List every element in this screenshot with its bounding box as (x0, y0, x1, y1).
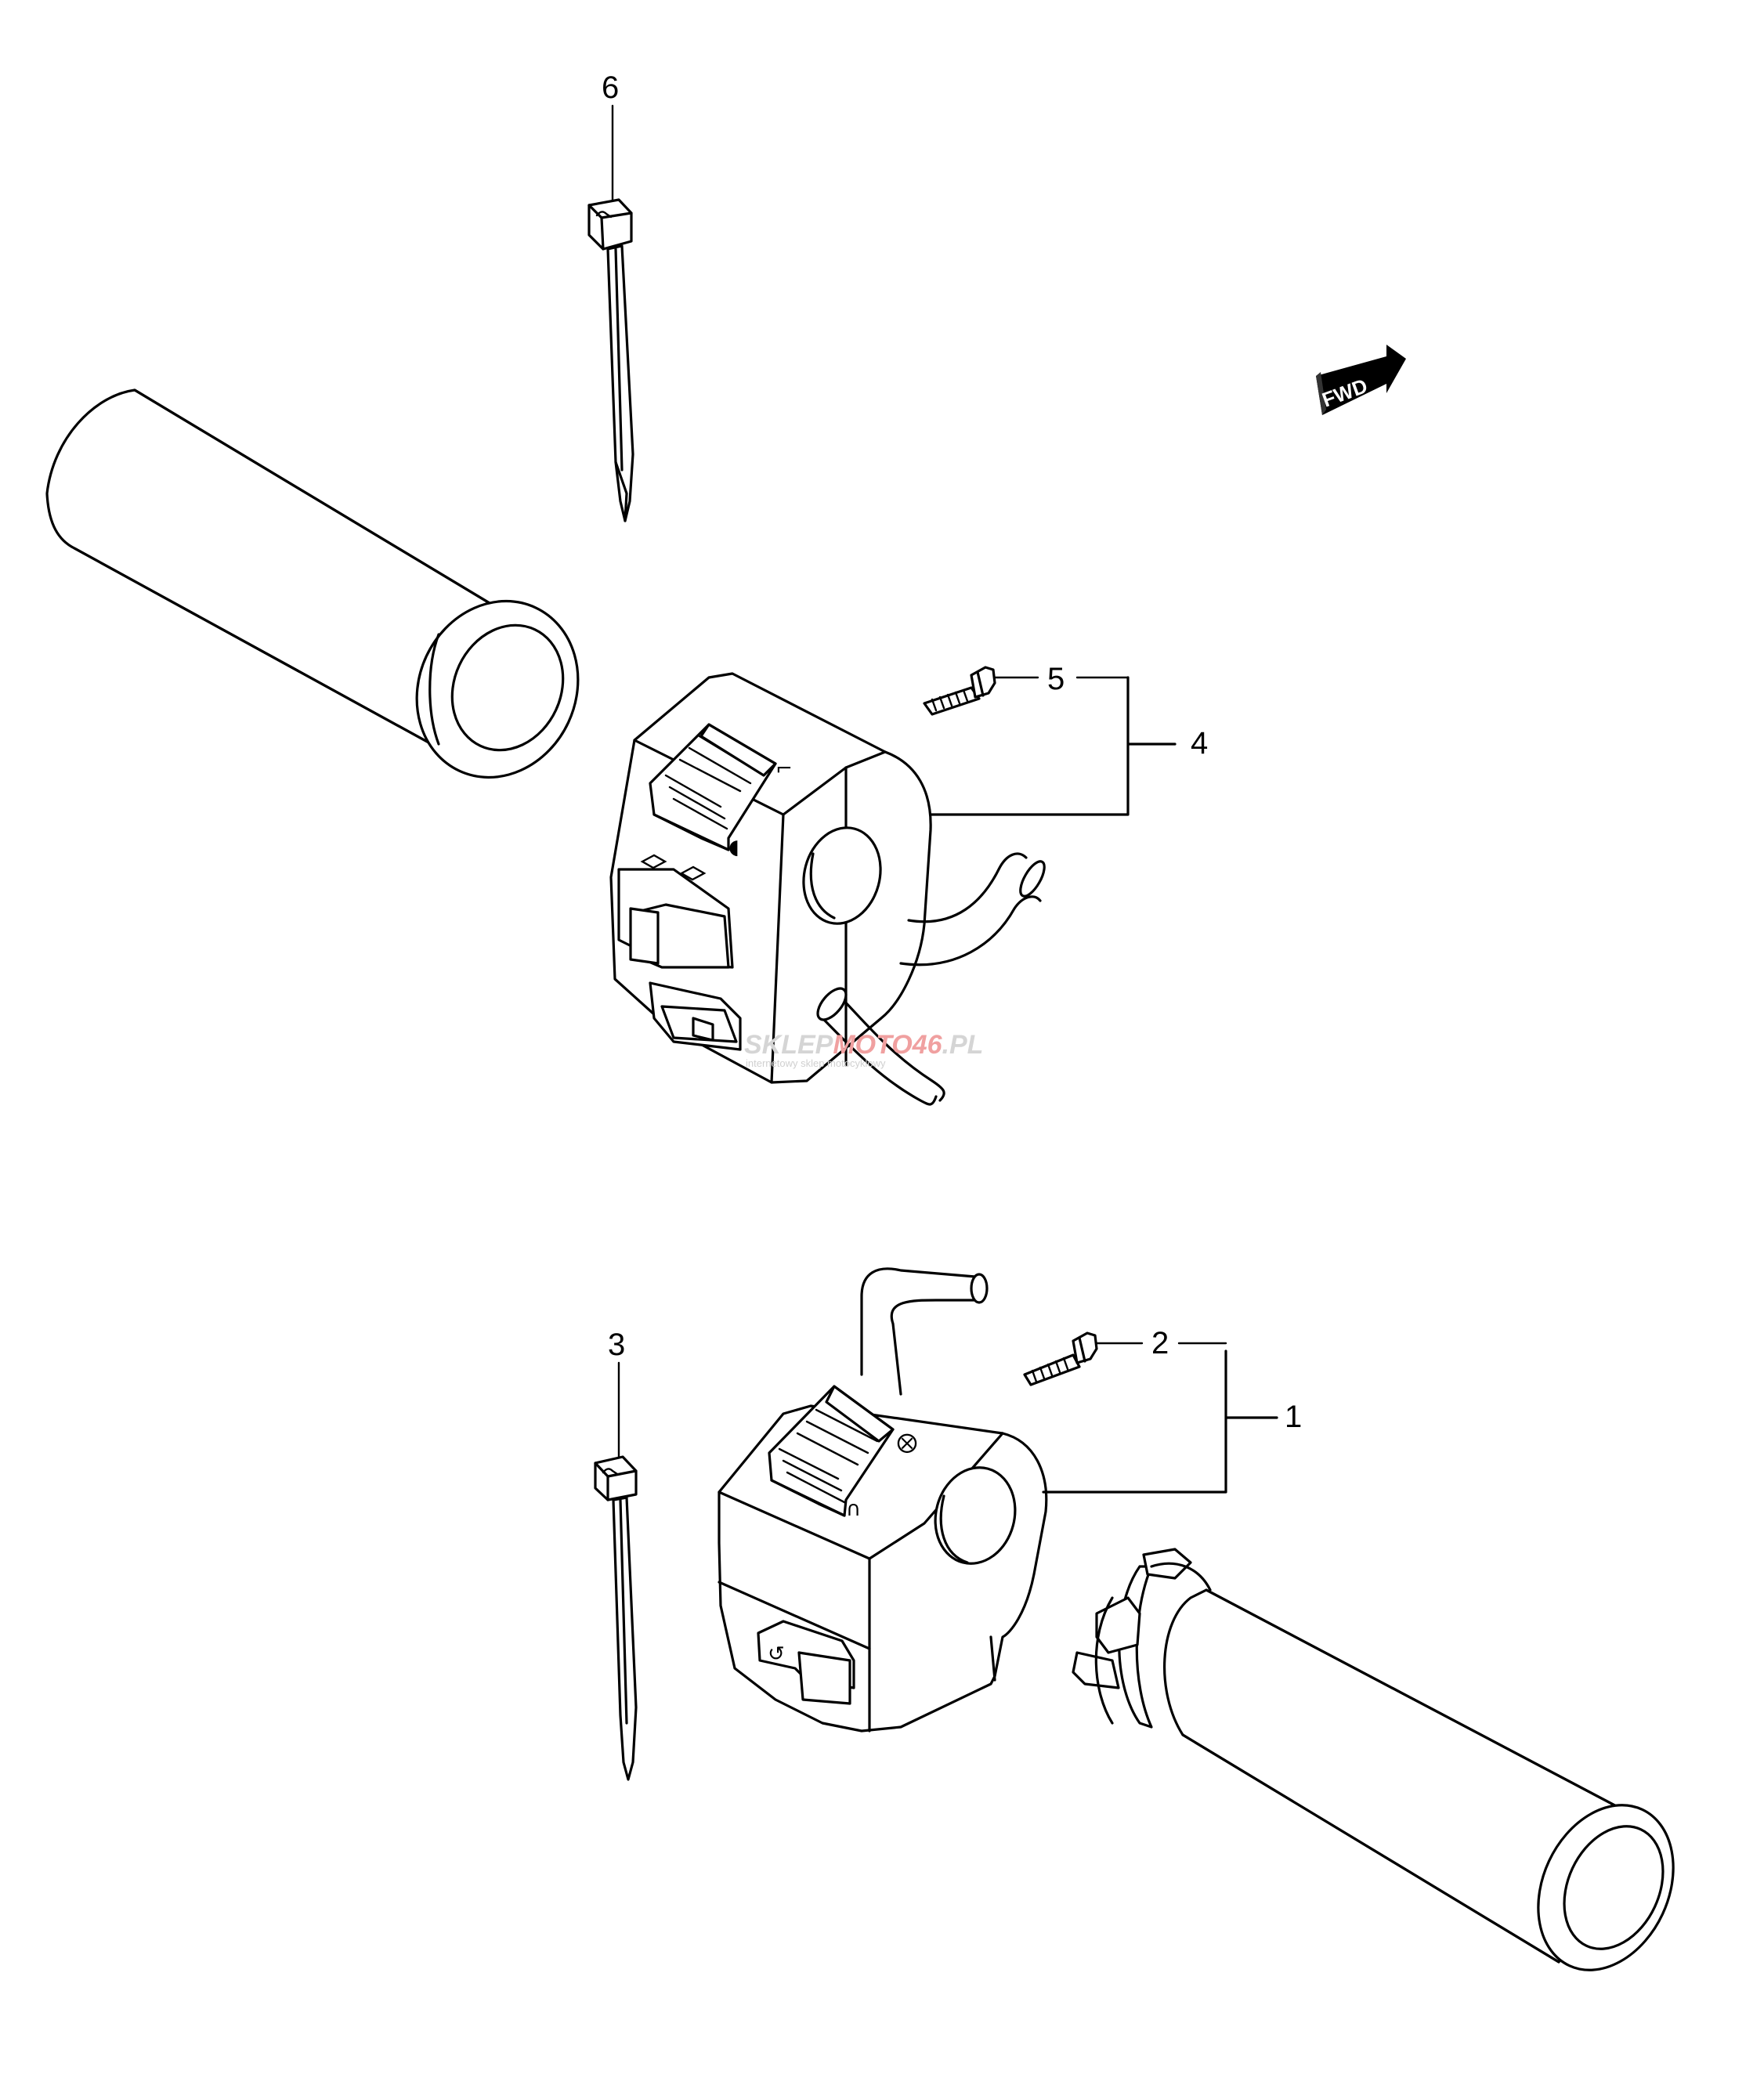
watermark-suffix: .PL (942, 1030, 984, 1060)
callout-number-4: 4 (1191, 726, 1208, 761)
forward-direction-arrow: FWD (1316, 345, 1406, 415)
symbol-high-beam: ⌐ (775, 757, 793, 781)
cable-tie-part-3[interactable] (594, 1455, 638, 1781)
screw-part-2[interactable] (1023, 1331, 1098, 1386)
right-throttle-grip[interactable] (1072, 1548, 1699, 1993)
left-handlebar-grip[interactable] (45, 388, 606, 804)
cable-tie-part-6[interactable] (587, 198, 634, 522)
callout-number-6: 6 (602, 70, 619, 105)
symbol-run: ⨂ (897, 1431, 917, 1454)
watermark-tagline: internetowy sklep motocyklowy (746, 1057, 886, 1069)
screw-part-5[interactable] (923, 666, 996, 716)
svg-text:SKLEPMOTO46.PL: SKLEPMOTO46.PL (744, 1030, 983, 1060)
callout-number-1: 1 (1285, 1400, 1302, 1434)
watermark-prefix: SKLEP (744, 1030, 833, 1060)
callout-number-5: 5 (1047, 662, 1065, 696)
callout-number-3: 3 (608, 1328, 625, 1362)
right-handlebar-switch-part-1[interactable]: ↺ ⨂ ∩ (718, 1267, 1048, 1733)
left-handlebar-switch-part-4[interactable]: ⌐ ◖ (609, 672, 1049, 1106)
watermark: SKLEPMOTO46.PL internetowy sklep motocyk… (744, 1030, 983, 1069)
symbol-starter: ↺ (768, 1642, 785, 1666)
callout-number-2: 2 (1151, 1326, 1169, 1360)
watermark-highlight: MOTO46 (833, 1030, 942, 1060)
symbol-stop: ∩ (846, 1498, 861, 1521)
leader-line-4 (929, 676, 1177, 816)
symbol-low-beam: ◖ (728, 836, 739, 859)
leader-line-1 (1042, 1350, 1278, 1494)
